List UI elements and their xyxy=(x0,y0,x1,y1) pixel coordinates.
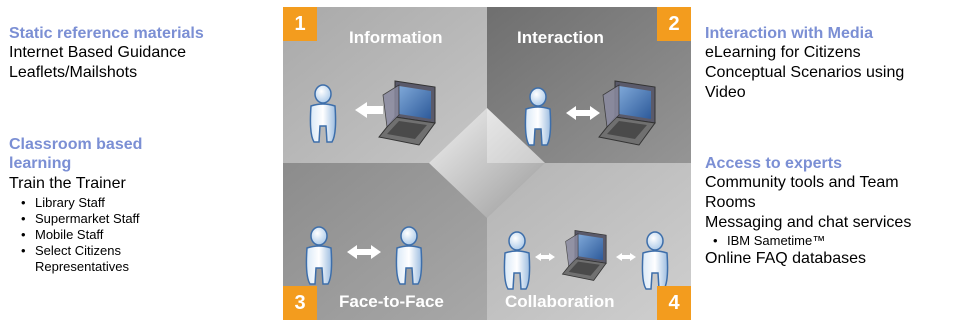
experts-bullets: IBM Sametime™ xyxy=(705,233,975,249)
double-arrow-icon xyxy=(535,253,555,261)
arrow-left-icon xyxy=(355,102,383,118)
quadrant-4-title: Collaboration xyxy=(505,292,615,311)
right-column: Interaction with Media eLearning for Cit… xyxy=(705,24,975,269)
media-line: Video xyxy=(705,84,746,101)
double-arrow-icon xyxy=(347,245,381,259)
quadrant-2-number: 2 xyxy=(657,7,691,41)
left-column: Static reference materials Internet Base… xyxy=(9,24,269,275)
classroom-heading: Classroom based xyxy=(9,136,143,153)
static-reference-heading: Static reference materials xyxy=(9,25,204,42)
bullet-item: IBM Sametime™ xyxy=(709,233,975,249)
bullet-item: Select Citizens xyxy=(17,243,269,259)
interaction-media-heading: Interaction with Media xyxy=(705,25,874,42)
train-the-trainer: Train the Trainer xyxy=(9,175,126,192)
bullet-item: Library Staff xyxy=(17,195,269,211)
access-experts-heading: Access to experts xyxy=(705,155,842,172)
media-line: Conceptual Scenarios using xyxy=(705,64,905,81)
experts-line: Community tools and Team xyxy=(705,174,899,191)
center-diamond xyxy=(429,108,545,218)
experts-line: Rooms xyxy=(705,194,756,211)
bullet-continuation: Representatives xyxy=(35,259,129,274)
quadrant-1-number: 1 xyxy=(283,7,317,41)
experts-line: Messaging and chat services xyxy=(705,214,912,231)
double-arrow-icon xyxy=(566,106,600,120)
bullet-item: Mobile Staff xyxy=(17,227,269,243)
quadrant-diagram: 1 Information 2 Interaction 3 Face-to-Fa… xyxy=(283,7,691,320)
bullet-item: Supermarket Staff xyxy=(17,211,269,227)
quadrant-4-number: 4 xyxy=(657,286,691,320)
quadrant-3-number: 3 xyxy=(283,286,317,320)
static-line: Internet Based Guidance xyxy=(9,44,187,61)
quadrant-1-title: Information xyxy=(349,28,443,47)
classroom-bullets: Library Staff Supermarket Staff Mobile S… xyxy=(9,195,269,275)
experts-line: Online FAQ databases xyxy=(705,250,866,267)
quadrant-graphic xyxy=(283,7,691,320)
quadrant-3-title: Face-to-Face xyxy=(339,292,444,311)
double-arrow-icon xyxy=(616,253,636,261)
quadrant-2-title: Interaction xyxy=(517,28,604,47)
classroom-heading-2: learning xyxy=(9,155,72,172)
media-line: eLearning for Citizens xyxy=(705,44,861,61)
static-line: Leaflets/Mailshots xyxy=(9,64,138,81)
